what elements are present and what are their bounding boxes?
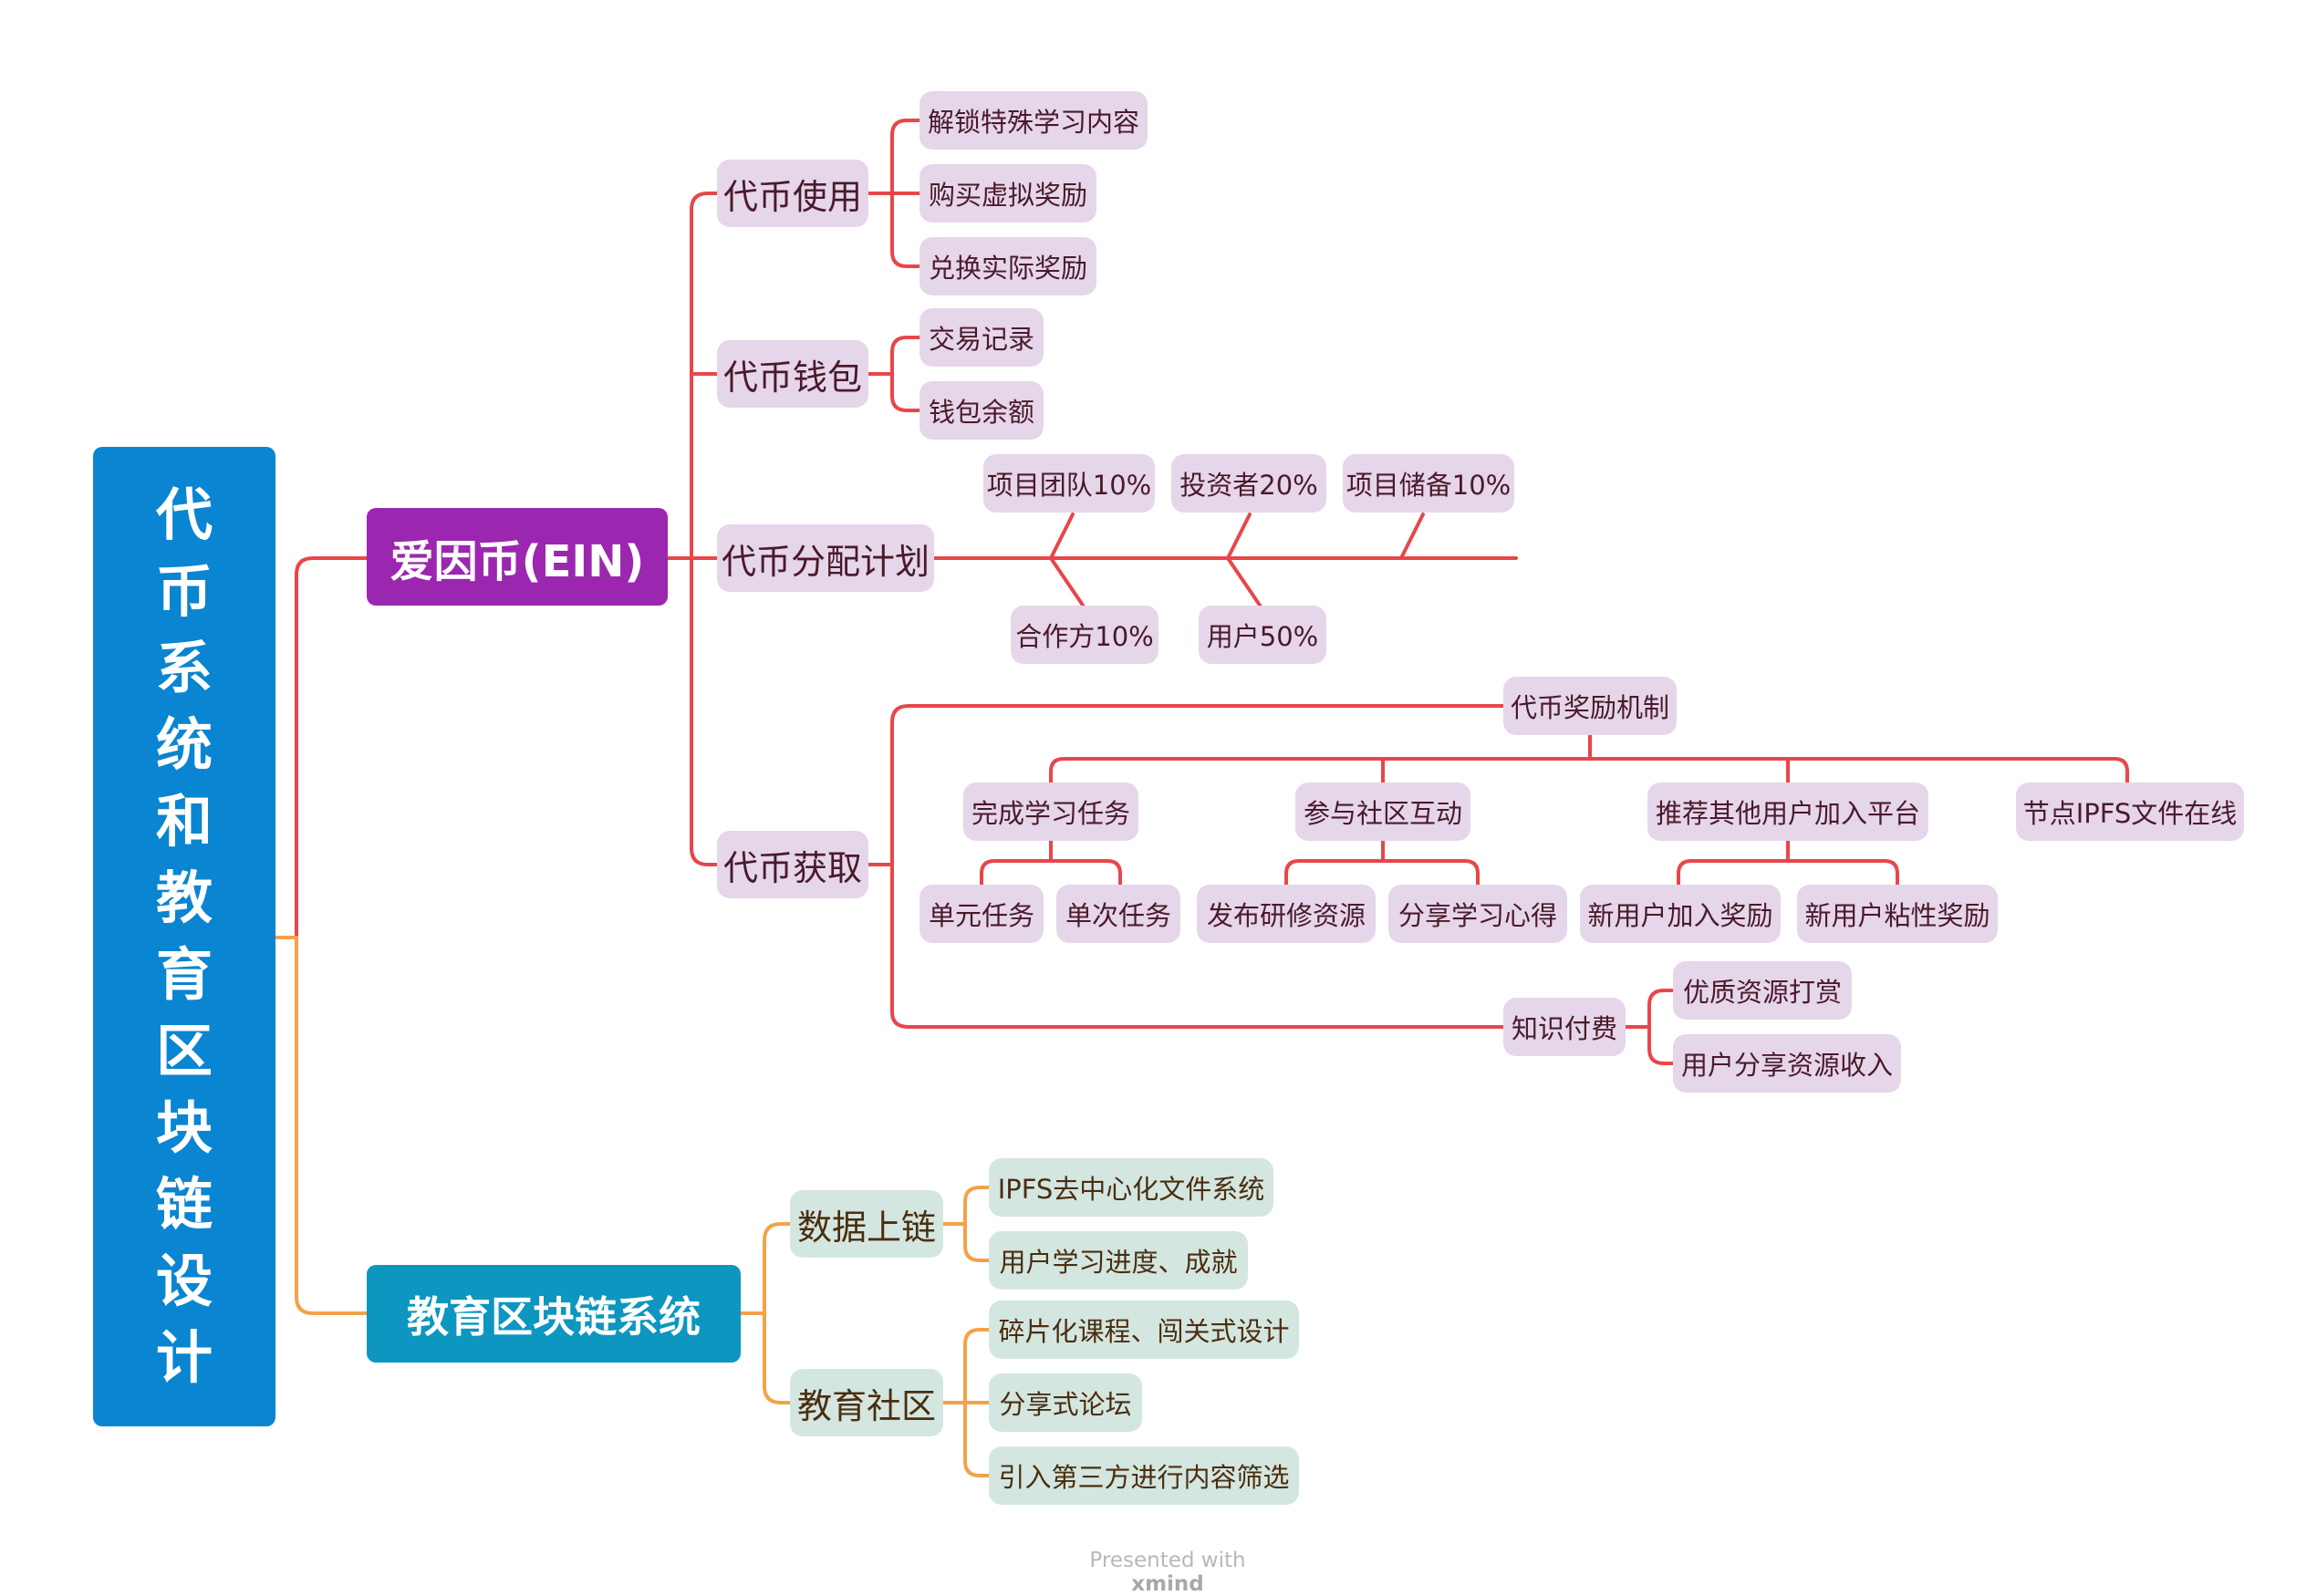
root-char: 计: [155, 1324, 213, 1391]
root-char: 设: [155, 1248, 213, 1314]
connector-wallet: [867, 336, 921, 412]
root-char: 链: [155, 1171, 213, 1238]
leaf-unit-task[interactable]: 单元任务: [920, 885, 1044, 943]
leaf-edu-ipfs[interactable]: IPFS去中心化文件系统: [989, 1158, 1273, 1217]
dist-users[interactable]: 用户50%: [1199, 606, 1326, 664]
topic-community-interaction[interactable]: 参与社区互动: [1295, 782, 1470, 841]
leaf-quality-tips[interactable]: 优质资源打赏: [1673, 961, 1852, 1020]
root-char: 教: [155, 865, 213, 931]
connector-edu-trunk: [739, 1222, 792, 1404]
connector-root-token: [274, 556, 369, 939]
leaf-single-task[interactable]: 单次任务: [1056, 885, 1180, 943]
topic-reward-mechanism[interactable]: 代币奖励机制: [1503, 677, 1677, 735]
connector-referral: [1677, 839, 1899, 888]
dist-team[interactable]: 项目团队10%: [983, 454, 1155, 513]
leaf-wallet-records[interactable]: 交易记录: [920, 308, 1044, 367]
leaf-usage-redeem[interactable]: 兑换实际奖励: [920, 237, 1096, 295]
connector-knowledge: [1624, 989, 1675, 1065]
topic-ipfs-node[interactable]: 节点IPFS文件在线: [2016, 782, 2244, 841]
leaf-edu-forum[interactable]: 分享式论坛: [989, 1373, 1142, 1432]
branch-edu[interactable]: 教育区块链系统: [367, 1265, 741, 1363]
leaf-edu-course[interactable]: 碎片化课程、闯关式设计: [989, 1301, 1299, 1359]
leaf-share-insights[interactable]: 分享学习心得: [1388, 885, 1567, 943]
connector-community: [1284, 839, 1480, 888]
leaf-publish-resources[interactable]: 发布研修资源: [1197, 885, 1376, 943]
branch-token[interactable]: 爱因币(EIN): [367, 508, 668, 606]
connector-acquire: [867, 704, 1505, 1029]
topic-edu-data[interactable]: 数据上链: [790, 1190, 943, 1258]
topic-token-acquire[interactable]: 代币获取: [717, 831, 868, 898]
connector-distribution: [932, 513, 1518, 611]
presented-with-footer: Presented with xmind: [1058, 1549, 1277, 1596]
root-char: 育: [155, 941, 213, 1008]
connector-learning: [980, 839, 1122, 888]
root-topic[interactable]: 代 币 系 统 和 教 育 区 块 链 设 计: [93, 447, 275, 1426]
connector-root-edu: [274, 936, 369, 1315]
connector-token-trunk: [666, 192, 719, 866]
root-char: 和: [155, 788, 213, 855]
connector-reward: [1049, 731, 2129, 786]
leaf-usage-unlock[interactable]: 解锁特殊学习内容: [920, 91, 1148, 150]
root-char: 币: [155, 558, 213, 625]
leaf-edu-filter[interactable]: 引入第三方进行内容筛选: [989, 1446, 1299, 1505]
xmind-brand: xmind: [1131, 1572, 1204, 1596]
root-char: 块: [155, 1094, 213, 1161]
topic-referral[interactable]: 推荐其他用户加入平台: [1647, 782, 1928, 841]
connector-edu-data: [941, 1186, 991, 1262]
dist-investors[interactable]: 投资者20%: [1171, 454, 1326, 513]
leaf-usage-buy[interactable]: 购买虚拟奖励: [920, 164, 1096, 223]
leaf-share-income[interactable]: 用户分享资源收入: [1673, 1034, 1901, 1093]
footer-prefix: Presented with: [1089, 1549, 1246, 1572]
connector-edu-community: [941, 1328, 991, 1477]
dist-reserve[interactable]: 项目储备10%: [1343, 454, 1514, 513]
topic-token-distribution[interactable]: 代币分配计划: [717, 524, 934, 592]
root-char: 区: [155, 1018, 213, 1084]
topic-learning-tasks[interactable]: 完成学习任务: [963, 782, 1138, 841]
root-char: 系: [155, 635, 213, 701]
connector-usage: [867, 119, 921, 268]
topic-token-wallet[interactable]: 代币钱包: [717, 340, 868, 408]
root-char: 代: [155, 482, 213, 548]
leaf-wallet-balance[interactable]: 钱包余额: [920, 381, 1044, 440]
leaf-new-user-retention[interactable]: 新用户粘性奖励: [1797, 885, 1998, 943]
topic-edu-community[interactable]: 教育社区: [790, 1369, 943, 1436]
root-char: 统: [155, 711, 213, 778]
topic-knowledge-payment[interactable]: 知识付费: [1503, 998, 1626, 1056]
leaf-new-user-join[interactable]: 新用户加入奖励: [1580, 885, 1781, 943]
dist-partners[interactable]: 合作方10%: [1011, 606, 1158, 664]
leaf-edu-progress[interactable]: 用户学习进度、成就: [989, 1231, 1248, 1290]
topic-token-usage[interactable]: 代币使用: [717, 160, 868, 227]
